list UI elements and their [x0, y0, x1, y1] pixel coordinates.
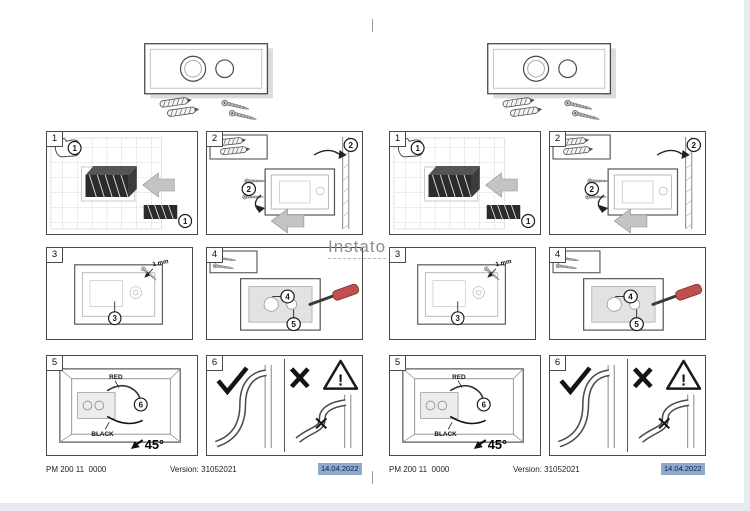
- step-number: 6: [207, 356, 223, 371]
- crop-mark-bottom: [372, 471, 373, 484]
- step-panel-2: 2: [206, 131, 363, 235]
- step-4-illustration: [551, 249, 704, 338]
- step-panel-2: 2: [549, 131, 706, 235]
- step-panel-1: 1: [389, 131, 541, 235]
- page-footer: PM 200 11 0000 Version: 31052021 14.04.2…: [42, 462, 366, 478]
- step-number: 2: [207, 132, 223, 147]
- step-panel-6: 6: [206, 355, 363, 456]
- step-panel-5: 5: [389, 355, 541, 456]
- step-number: 4: [550, 248, 566, 263]
- instruction-sheet: 1 1 2: [0, 0, 744, 503]
- step-panel-3: 3: [46, 247, 193, 340]
- step-panel-3: 3: [389, 247, 536, 340]
- version-label: Version: 31052021: [513, 465, 580, 474]
- step-number: 1: [47, 132, 63, 147]
- crop-mark-top: [372, 19, 373, 32]
- step-number: 5: [390, 356, 406, 371]
- step-1-illustration: [48, 133, 196, 233]
- part-number: PM 200 11 0000: [389, 465, 450, 474]
- step-3-illustration: [391, 249, 534, 338]
- step-1-illustration: [391, 133, 539, 233]
- date-highlight: 14.04.2022: [661, 463, 705, 475]
- step-4-illustration: [208, 249, 361, 338]
- part-number: PM 200 11 0000: [46, 465, 107, 474]
- step-2-illustration: [551, 133, 704, 233]
- instruction-page-left: 1 2 3 4 5 6 PM 200 11 0000 Version: 3105…: [42, 0, 366, 480]
- step-5-illustration: [391, 357, 539, 454]
- step-5-illustration: [48, 357, 196, 454]
- step-panel-6: 6: [549, 355, 706, 456]
- step-number: 4: [207, 248, 223, 263]
- step-3-illustration: [48, 249, 191, 338]
- flush-plate-illustration: [128, 40, 286, 128]
- step-panel-1: 1: [46, 131, 198, 235]
- step-number: 2: [550, 132, 566, 147]
- step-6-illustration: [551, 357, 704, 454]
- step-panel-5: 5: [46, 355, 198, 456]
- step-2-illustration: [208, 133, 361, 233]
- version-label: Version: 31052021: [170, 465, 237, 474]
- step-6-illustration: [208, 357, 361, 454]
- step-number: 1: [390, 132, 406, 147]
- flush-plate-illustration: [471, 40, 629, 128]
- step-number: 3: [47, 248, 63, 263]
- step-panel-4: 4: [206, 247, 363, 340]
- instruction-page-right: 1 2 3 4 5 6 PM 200 11 0000 Version: 3105…: [385, 0, 709, 480]
- step-number: 5: [47, 356, 63, 371]
- date-highlight: 14.04.2022: [318, 463, 362, 475]
- watermark: Instato: [328, 237, 387, 259]
- step-number: 3: [390, 248, 406, 263]
- step-number: 6: [550, 356, 566, 371]
- step-panel-4: 4: [549, 247, 706, 340]
- page-footer: PM 200 11 0000 Version: 31052021 14.04.2…: [385, 462, 709, 478]
